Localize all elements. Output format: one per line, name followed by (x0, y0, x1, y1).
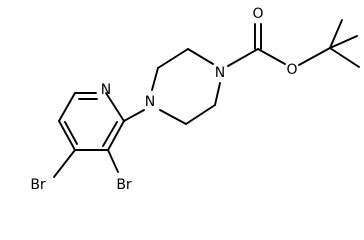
carbonyl-oxygen-label: O (252, 6, 263, 22)
bond-c5-c6 (58, 92, 76, 122)
bond-c2-piperazine-n (123, 109, 145, 122)
bond-pip-c-c-bottom (185, 104, 216, 125)
bond-pip-c-c-top (157, 48, 189, 69)
bond-c-ester-o (257, 48, 286, 65)
bond-n4-carbonyl-c (227, 48, 259, 67)
bond-c4-c5-inner (64, 121, 78, 145)
bromine-c3-label: Br (116, 177, 132, 193)
ester-oxygen-label: O (286, 62, 297, 78)
bromine-c5-label: Br (30, 177, 46, 193)
bond-pip-n1-c (151, 67, 159, 91)
pyridine-nitrogen-label: N (101, 82, 111, 98)
bond-tbu-methyl-2 (329, 47, 360, 68)
boc-group (227, 19, 360, 68)
bond-c2-c3-inner (102, 121, 118, 147)
bond-tbu-methyl-3 (329, 19, 343, 49)
bond-c5-br (53, 149, 76, 178)
bond-pip-c-n4-top (187, 48, 214, 65)
piperazine-n4-label: N (215, 65, 225, 81)
chemical-structure: N N N O O Br Br (30, 6, 360, 193)
bond-c4-c5 (58, 120, 76, 151)
bond-pip-n4-c (214, 82, 221, 106)
bond-ester-o-tbu (298, 47, 331, 66)
bond-pip-c-n1-bottom (159, 109, 187, 125)
bond-c3-br (107, 149, 119, 173)
bond-tbu-methyl-1 (329, 35, 358, 49)
bond-n1-c2 (105, 92, 125, 122)
piperazine-ring (151, 48, 221, 125)
piperazine-n1-label: N (145, 94, 155, 110)
bond-c2-c3 (107, 120, 125, 151)
pyridine-ring (58, 92, 125, 151)
